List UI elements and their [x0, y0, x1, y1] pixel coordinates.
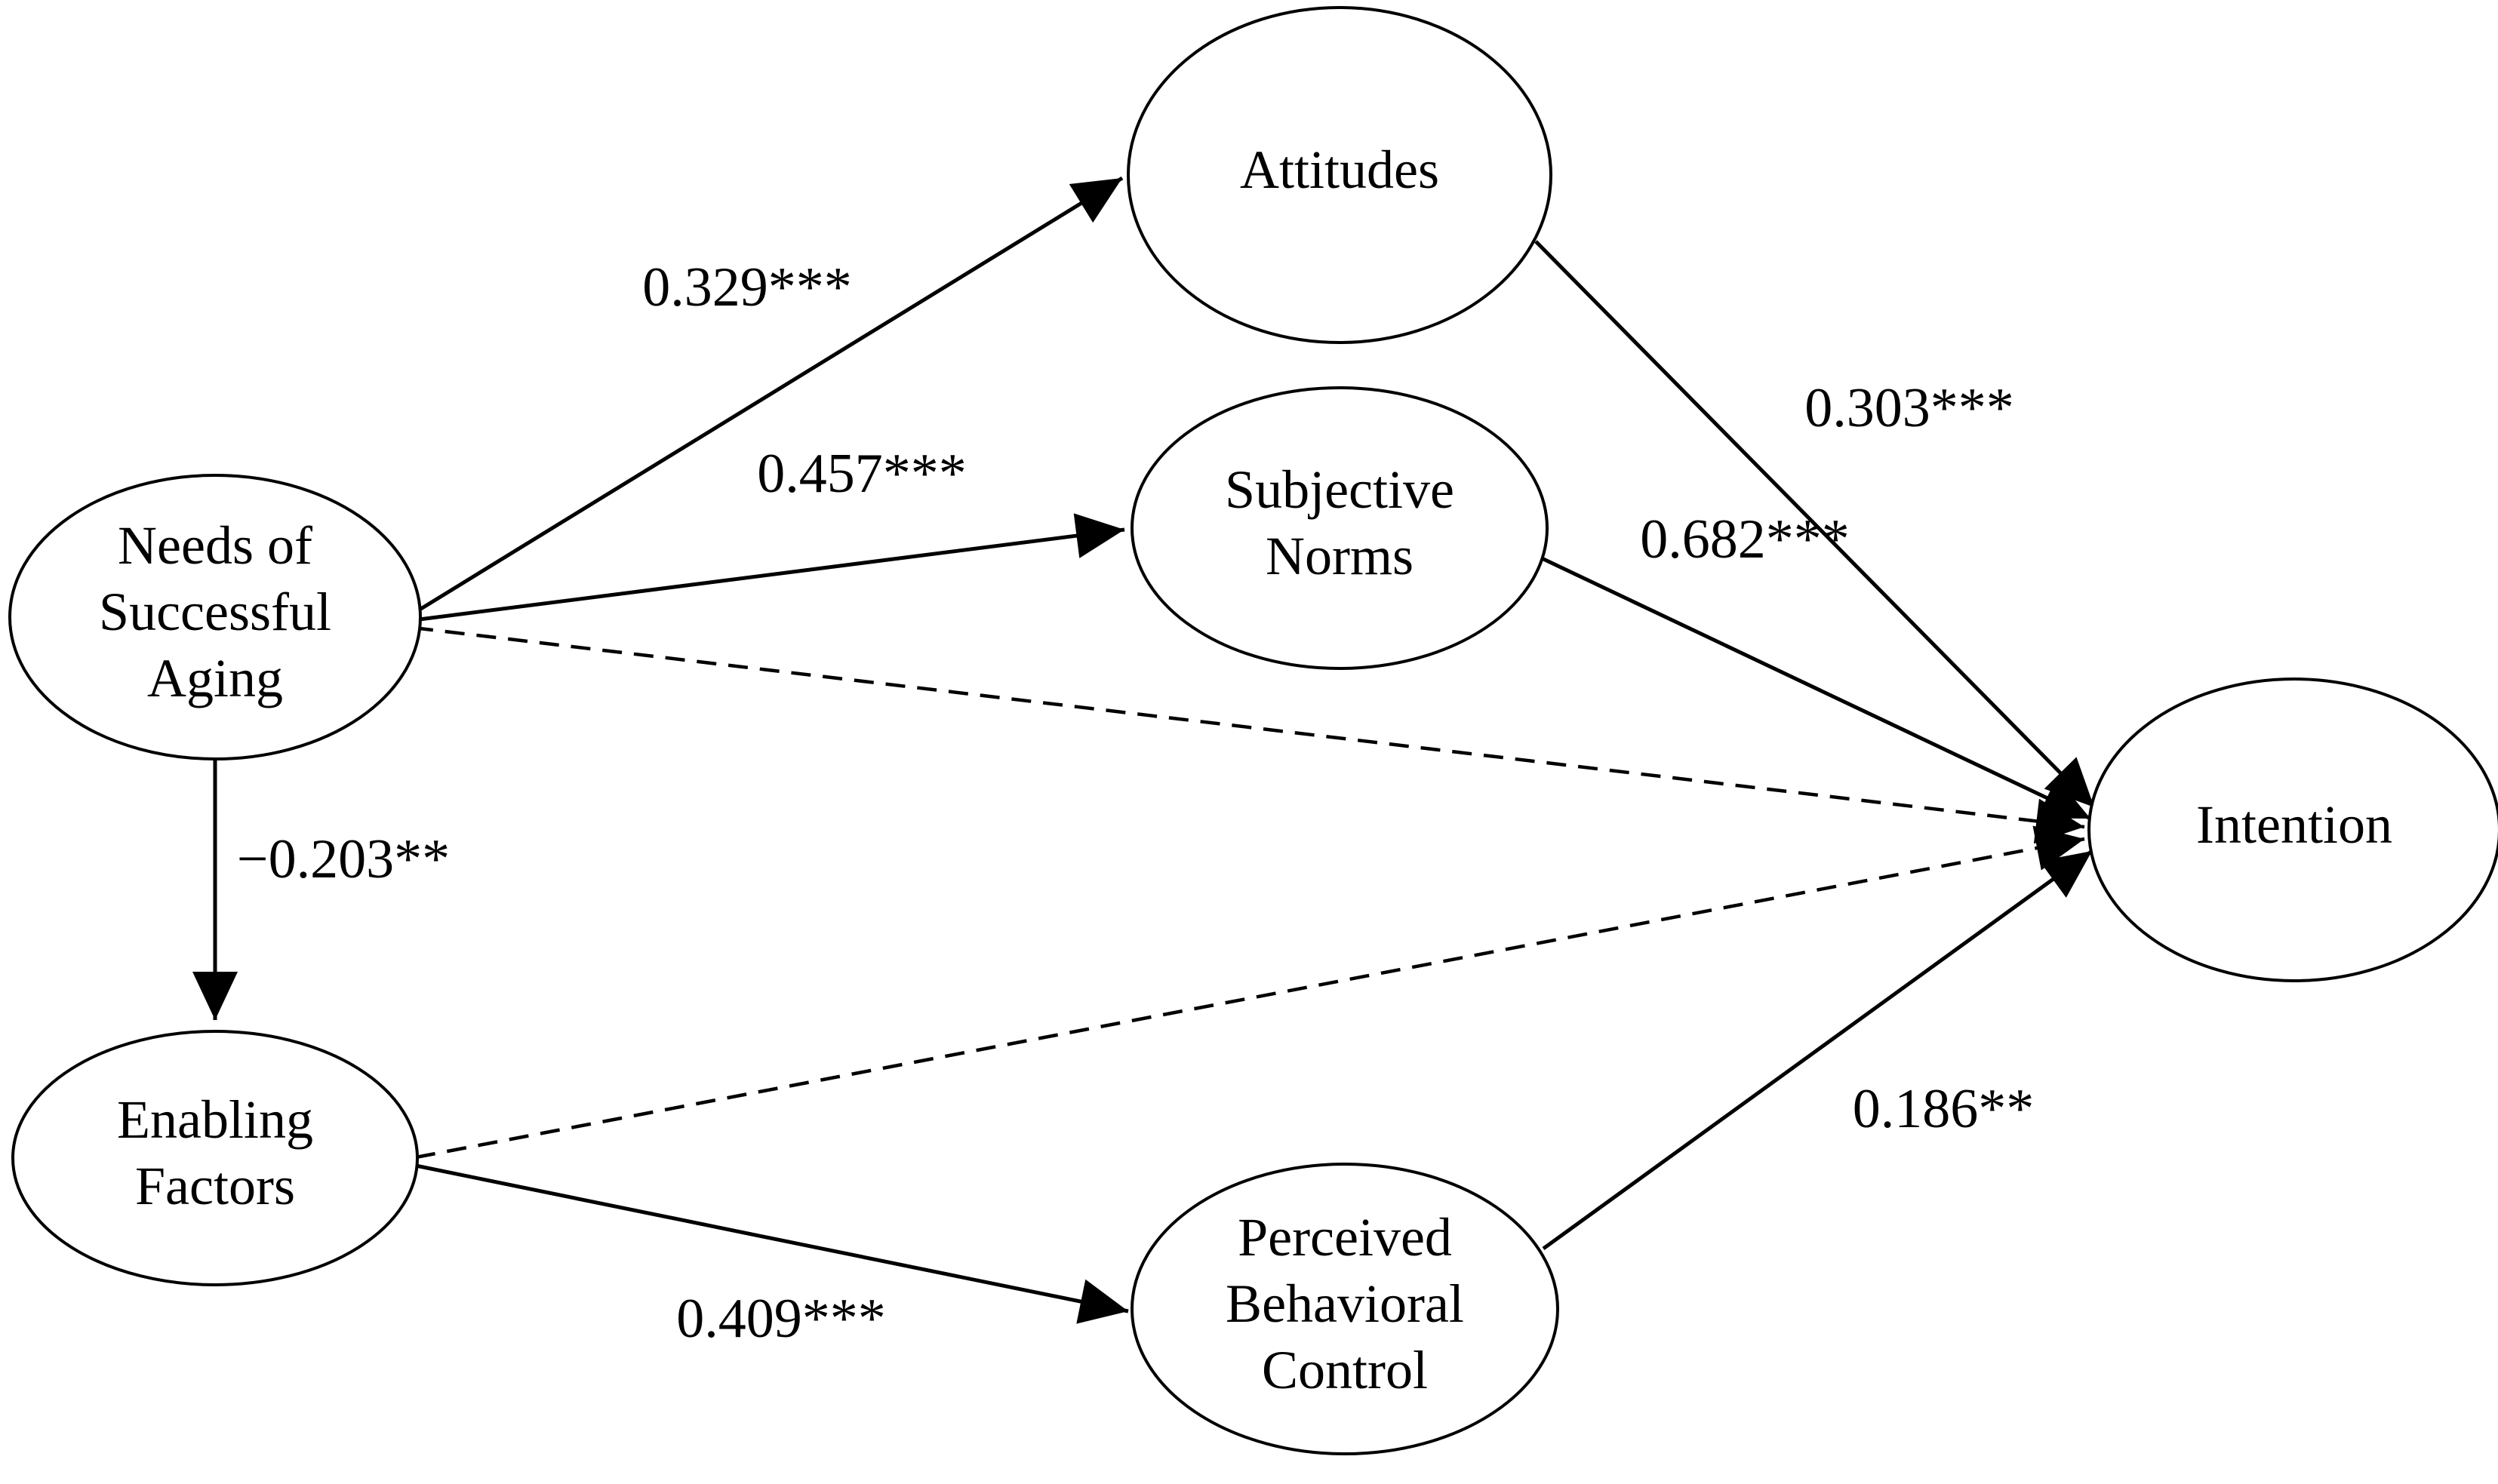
edge-enabling-intention [415, 837, 2085, 1160]
arrowhead-needs-enabling [192, 972, 238, 1020]
node-attitudes[interactable]: Attitudes [1127, 6, 1552, 344]
edge-enabling-pbc [415, 1163, 1129, 1313]
arrowhead-needs-subjective-norms [1073, 513, 1124, 558]
node-ellipse-pbc [1131, 1163, 1559, 1455]
arrowhead-needs-attitudes [1069, 178, 1122, 223]
edge-label-needs-attitudes: 0.329*** [642, 257, 852, 318]
edge-subjective-norms-intention [1540, 556, 2092, 821]
edges-layer [213, 176, 2096, 1313]
edge-needs-attitudes [408, 176, 1124, 618]
arrowhead-enabling-pbc [1076, 1279, 1128, 1324]
edge-label-needs-enabling: −0.203** [237, 828, 450, 890]
node-ellipse-subjective_norms [1131, 386, 1549, 670]
edge-attitudes-intention [1534, 240, 2096, 809]
edge-pbc-intention [1542, 849, 2093, 1251]
arrowhead-subjective-norms-intention [2037, 777, 2090, 819]
edge-label-enabling-pbc: 0.409*** [676, 1288, 886, 1350]
node-ellipse-intention [2087, 677, 2498, 982]
arrowhead-enabling-intention [2032, 825, 2084, 871]
edge-labels-layer: 0.329*** 0.457*** −0.203** 0.409*** 0.303***… [237, 257, 2034, 1350]
arrowheads-layer [192, 178, 2094, 1324]
arrowhead-attitudes-intention [2044, 757, 2094, 807]
node-ellipse-attitudes [1127, 6, 1552, 344]
node-ellipse-enabling [11, 1030, 419, 1286]
node-label-attitudes: Attitudes [1240, 140, 1439, 200]
edge-label-subjective-norms-intention: 0.682*** [1640, 508, 1850, 570]
edge-needs-intention [413, 625, 2085, 829]
edge-label-attitudes-intention: 0.303*** [1804, 377, 2014, 439]
edge-label-pbc-intention: 0.186** [1853, 1078, 2035, 1140]
node-ellipse-needs [8, 474, 422, 760]
node-intention[interactable]: Intention [2087, 677, 2498, 982]
node-label-intention: Intention [2196, 794, 2392, 855]
edge-needs-subjective-norms [413, 527, 1125, 622]
edge-label-needs-subjective-norms: 0.457*** [757, 443, 967, 505]
arrowhead-pbc-intention [2039, 851, 2092, 898]
